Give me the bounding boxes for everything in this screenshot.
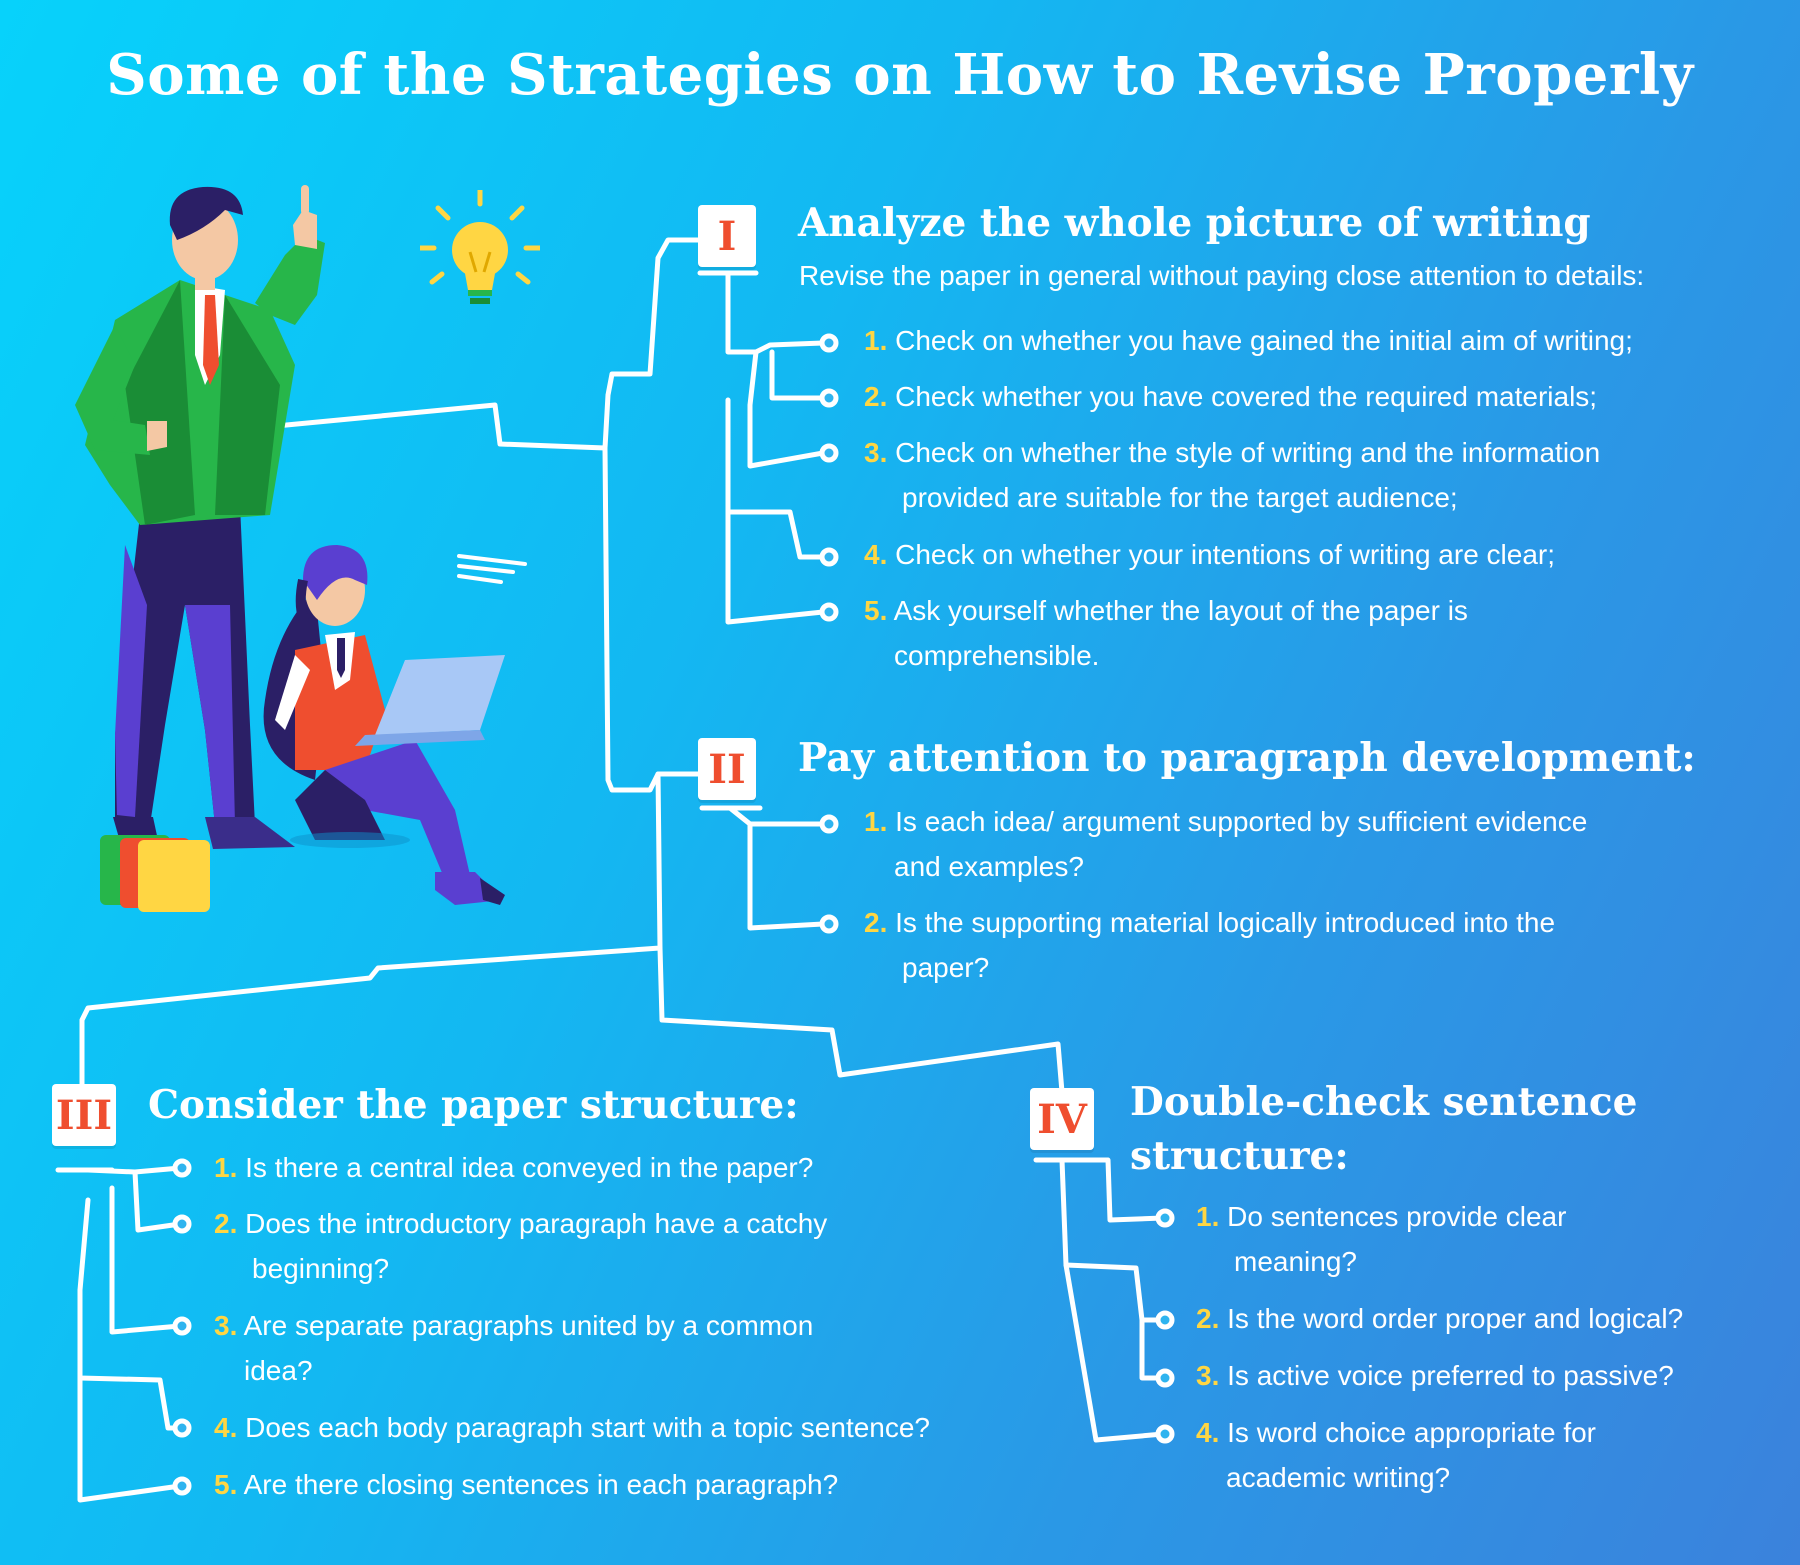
list-item: 5. Ask yourself whether the layout of th…: [864, 595, 1468, 671]
list-item: 3. Are separate paragraphs united by a c…: [214, 1310, 814, 1386]
page-title: Some of the Strategies on How to Revise …: [106, 42, 1694, 108]
list-item: 3. Check on whether the style of writing…: [864, 437, 1601, 513]
book-stack-icon: [100, 835, 210, 912]
list-item: 2. Does the introductory paragraph have …: [214, 1208, 828, 1284]
section-numeral: I: [698, 205, 756, 267]
list-item: 2. Is the supporting material logically …: [864, 907, 1556, 983]
list-item: 1. Is each idea/ argument supported by s…: [864, 806, 1588, 882]
list-item: 1. Do sentences provide clear meaning?: [1196, 1201, 1567, 1277]
section-title-line-2: structure:: [1130, 1133, 1349, 1179]
lightbulb-icon: [420, 190, 540, 304]
woman-with-laptop-icon: [263, 545, 505, 905]
speech-lines-icon: [457, 554, 527, 584]
section-numeral: II: [698, 738, 756, 800]
list-item: 1. Is there a central idea conveyed in t…: [214, 1152, 814, 1183]
section-title: Analyze the whole picture of writing: [798, 200, 1591, 246]
section-title: Consider the paper structure:: [148, 1082, 799, 1128]
section-numeral: IV: [1030, 1088, 1094, 1150]
list-item: 2. Check whether you have covered the re…: [864, 381, 1598, 412]
list-item: 1. Check on whether you have gained the …: [864, 325, 1633, 356]
section-intro: Revise the paper in general without payi…: [799, 260, 1645, 291]
list-item: 2. Is the word order proper and logical?: [1196, 1303, 1684, 1334]
list-item: 4. Check on whether your intentions of w…: [864, 539, 1556, 570]
standing-man-pointing-icon: [75, 185, 325, 849]
section-numeral: III: [52, 1084, 116, 1146]
list-item: 3. Is active voice preferred to passive?: [1196, 1360, 1674, 1391]
section-title: Pay attention to paragraph development:: [798, 735, 1696, 781]
list-item: 4. Does each body paragraph start with a…: [214, 1412, 931, 1443]
list-item: 5. Are there closing sentences in each p…: [214, 1469, 839, 1500]
section-title-line-1: Double-check sentence: [1130, 1079, 1638, 1125]
list-item: 4. Is word choice appropriate for academ…: [1196, 1417, 1596, 1493]
